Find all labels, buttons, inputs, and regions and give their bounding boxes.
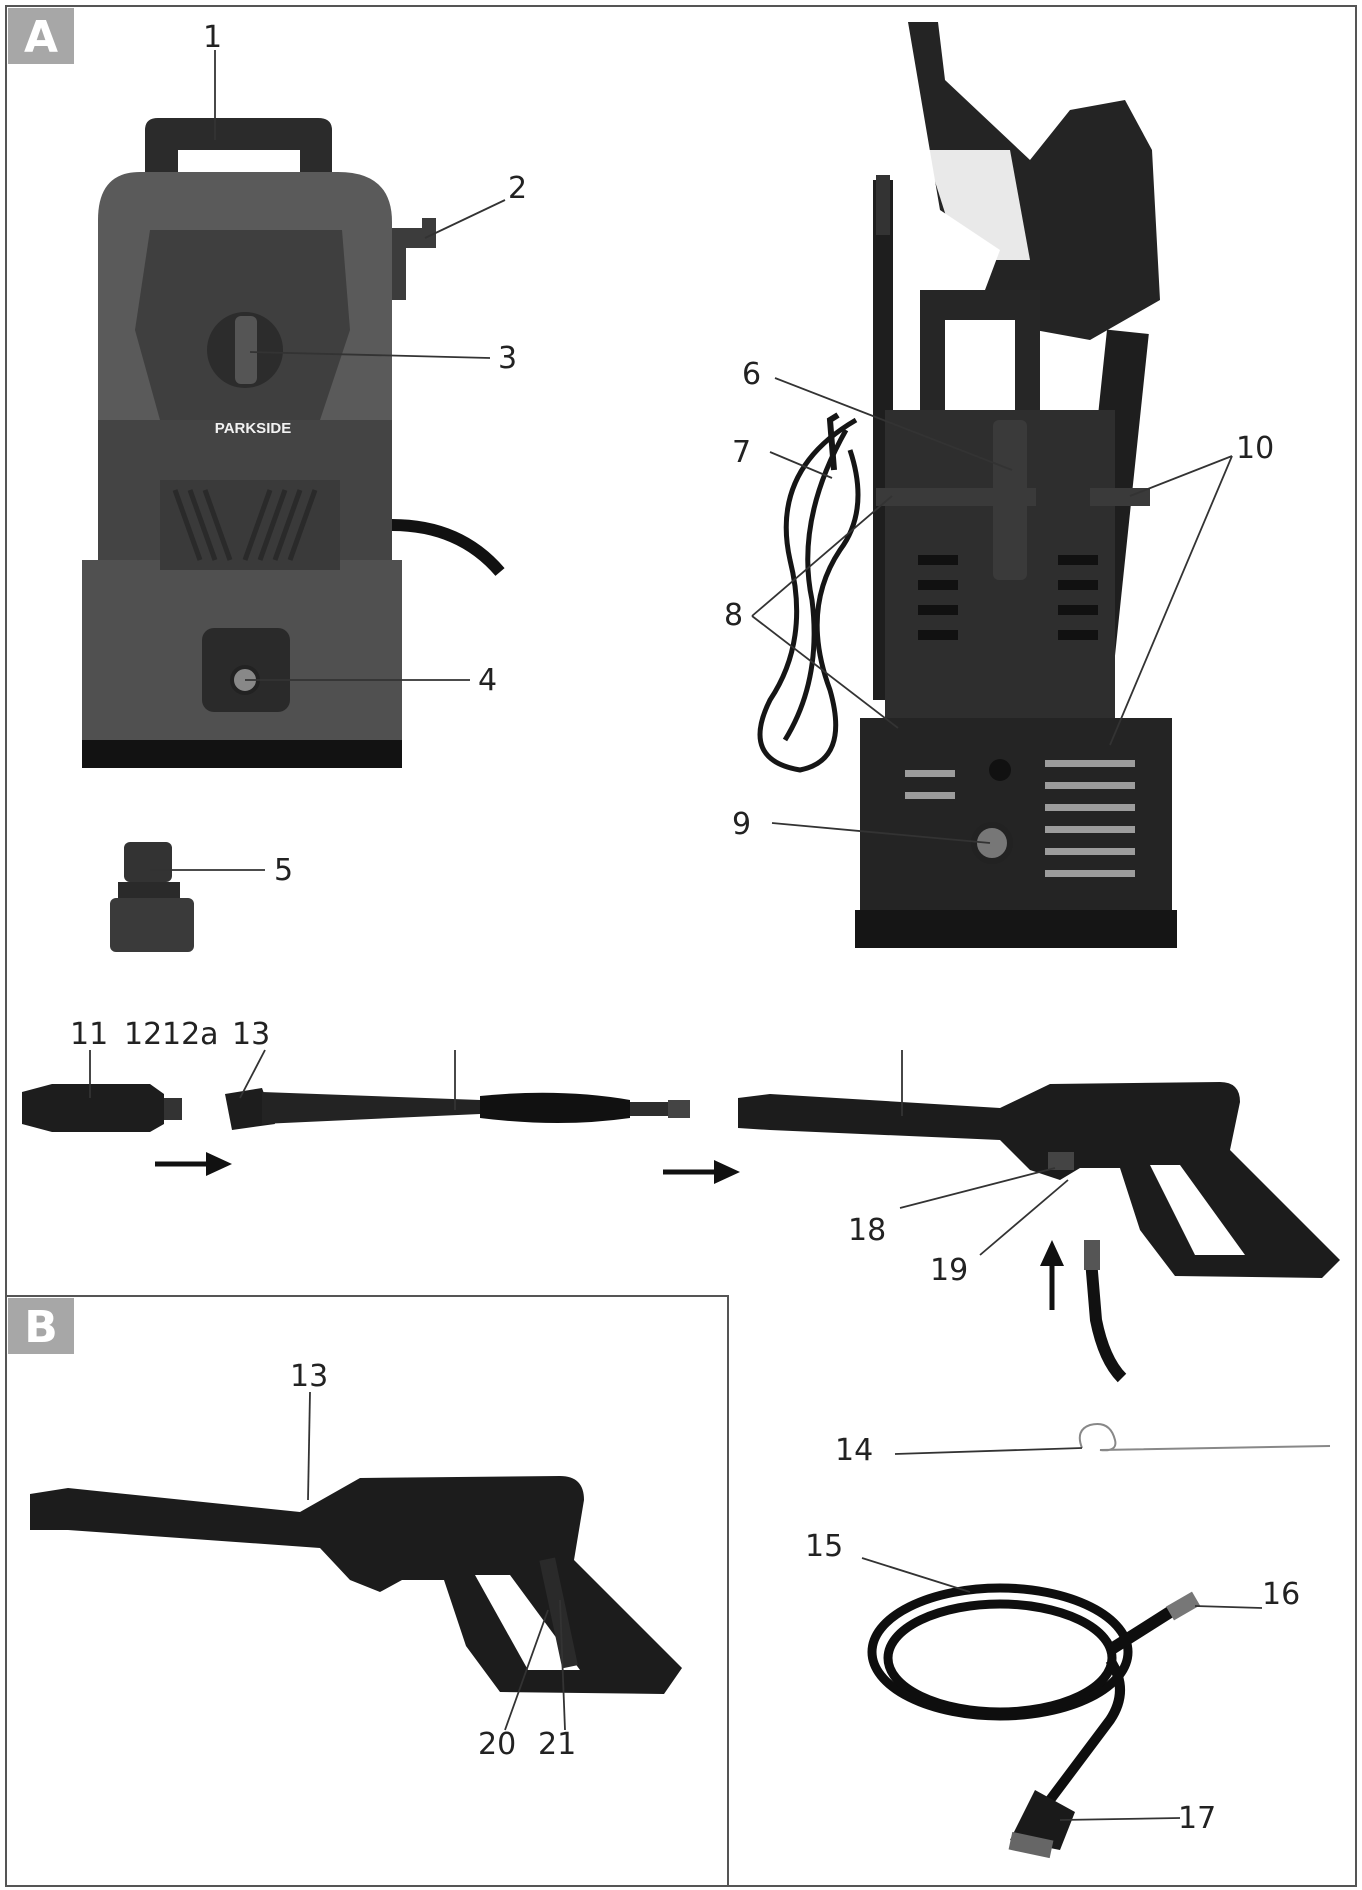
washer-back [757,22,1177,948]
label-10: 10 [1236,431,1274,466]
section-letter-b: B [24,1302,58,1353]
label-15: 15 [805,1529,843,1564]
label-17: 17 [1178,1801,1216,1836]
high-pressure-hose [867,1583,1200,1859]
label-12a: 12a [162,1017,219,1052]
label-11: 11 [70,1017,108,1052]
spray-gun-b [30,1476,682,1694]
label-4: 4 [478,663,497,698]
label-18: 18 [848,1213,886,1248]
label-3: 3 [498,341,517,376]
label-7: 7 [732,435,751,470]
assembly-arrow-3 [1040,1240,1064,1310]
label-14: 14 [835,1433,873,1468]
assembly-arrow-2 [663,1160,740,1184]
label-13: 13 [232,1017,270,1052]
part-numbers: 1 2 3 4 5 6 7 8 9 10 11 12 12a 13 14 15 … [70,20,1300,1836]
assembly-arrow-1 [155,1152,232,1176]
spray-gun-a [738,1082,1340,1278]
hose-fitting-a [1084,1240,1100,1270]
section-letter-a: A [24,12,58,63]
label-b13: 13 [290,1359,328,1394]
section-tag-a: A [8,8,74,64]
frame-b [6,1295,729,1886]
section-tag-b: B [8,1298,74,1354]
label-1: 1 [203,20,222,55]
label-21: 21 [538,1727,576,1762]
label-5: 5 [274,853,293,888]
label-9: 9 [732,807,751,842]
nozzle [22,1084,182,1132]
brand-logo: PARKSIDE [215,420,291,437]
leader-lines [89,50,1263,1821]
label-19: 19 [930,1253,968,1288]
label-2: 2 [508,171,527,206]
label-8: 8 [724,598,743,633]
hose-adapter [110,842,194,952]
label-6: 6 [742,357,761,392]
washer-front: PARKSIDE [82,118,505,768]
label-20: 20 [478,1727,516,1762]
frame-a [5,5,1357,1887]
lance [225,1088,690,1130]
label-16: 16 [1262,1577,1300,1612]
cleaning-needle [1078,1423,1331,1452]
label-12: 12 [124,1017,162,1052]
hose-end-a [1084,1247,1127,1383]
